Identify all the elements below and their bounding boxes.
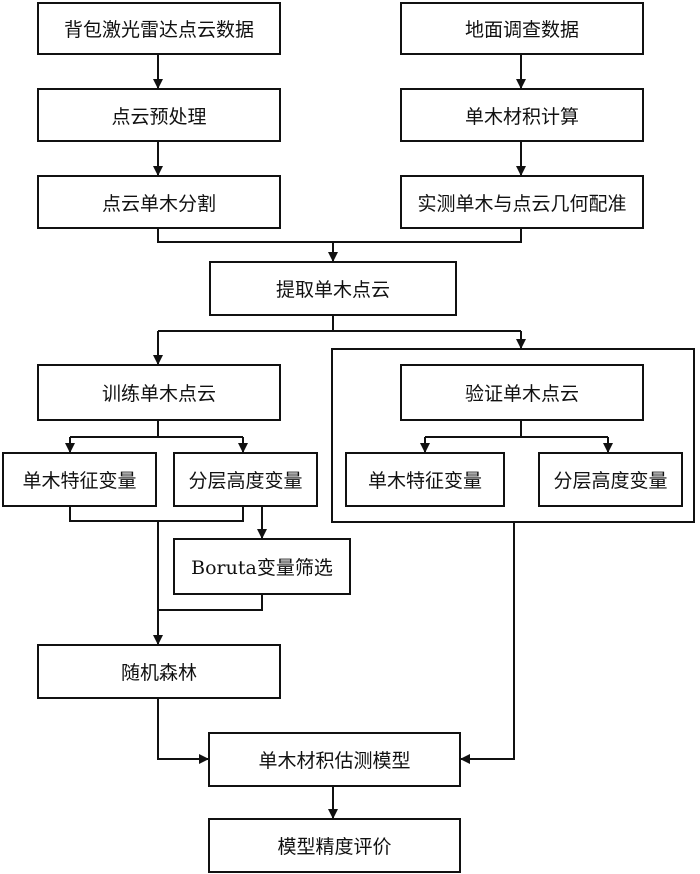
line-merge-to-extract (157, 228, 522, 243)
node-backpack-lidar-data: 背包激光雷达点云数据 (37, 2, 281, 55)
arrow-verify-group-to-model (460, 522, 515, 764)
node-verify-layer-height-variables: 分层高度变量 (538, 452, 683, 507)
node-model-accuracy-evaluation: 模型精度评价 (208, 818, 461, 873)
node-geometric-registration: 实测单木与点云几何配准 (400, 175, 644, 229)
node-single-tree-volume-calc: 单木材积计算 (400, 88, 644, 142)
node-ground-survey-data: 地面调查数据 (400, 2, 644, 55)
node-verification-point-cloud: 验证单木点云 (400, 364, 644, 421)
node-extract-single-tree-pc: 提取单木点云 (209, 261, 457, 316)
node-verify-feature-variables: 单木特征变量 (345, 452, 505, 507)
line-boruta-to-forest (158, 594, 263, 611)
node-volume-estimation-model: 单木材积估测模型 (208, 732, 461, 787)
node-train-layer-height-variables: 分层高度变量 (173, 452, 318, 507)
arrow-forest-to-model (157, 698, 209, 764)
node-training-point-cloud: 训练单木点云 (37, 364, 281, 421)
node-train-feature-variables: 单木特征变量 (2, 452, 157, 507)
node-single-tree-segmentation: 点云单木分割 (37, 175, 281, 229)
node-random-forest: 随机森林 (37, 644, 281, 699)
verification-group-box (331, 348, 695, 523)
line-features-join (69, 506, 244, 522)
node-boruta-selection: Boruta变量筛选 (173, 538, 351, 595)
node-point-cloud-preprocessing: 点云预处理 (37, 88, 281, 142)
